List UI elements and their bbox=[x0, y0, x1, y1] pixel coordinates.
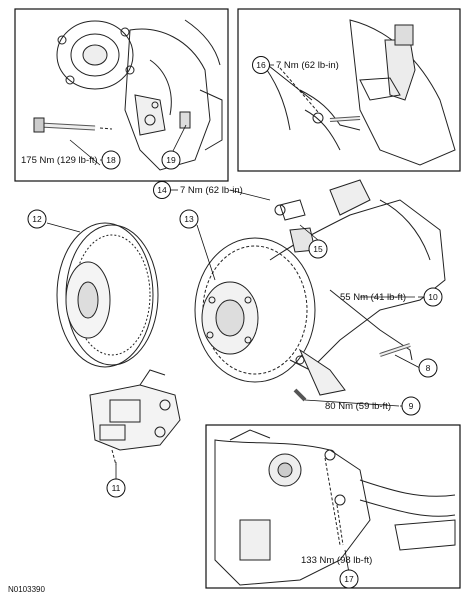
figure-id: N0103390 bbox=[8, 585, 45, 594]
brake-caliper bbox=[89, 369, 181, 466]
knuckle-suspension bbox=[269, 179, 446, 402]
svg-text:55 Nm (41 lb-ft): 55 Nm (41 lb-ft) bbox=[340, 292, 406, 303]
brake-rotor bbox=[56, 222, 159, 368]
callout-10: 55 Nm (41 lb-ft) 10 bbox=[340, 287, 443, 307]
callout-8: 8 bbox=[418, 358, 438, 378]
svg-text:8: 8 bbox=[426, 363, 431, 373]
inset-sensor-bolt bbox=[237, 8, 461, 172]
svg-text:10: 10 bbox=[428, 292, 438, 302]
callout-11: 11 bbox=[106, 478, 126, 498]
svg-text:12: 12 bbox=[32, 214, 42, 224]
callout-14: 14 7 Nm (62 lb-in) bbox=[153, 181, 243, 199]
svg-text:175 Nm (129 lb-ft): 175 Nm (129 lb-ft) bbox=[21, 155, 98, 166]
svg-text:13: 13 bbox=[184, 214, 194, 224]
svg-text:7 Nm (62 lb-in): 7 Nm (62 lb-in) bbox=[276, 60, 339, 71]
sensor-illustration bbox=[259, 19, 456, 166]
svg-text:16: 16 bbox=[256, 60, 266, 70]
callout-17: 133 Nm (98 lb-ft) 17 bbox=[301, 555, 372, 589]
svg-text:7 Nm (62 lb-in): 7 Nm (62 lb-in) bbox=[180, 185, 243, 196]
svg-text:9: 9 bbox=[409, 401, 414, 411]
inset-hub-bolt bbox=[14, 8, 229, 182]
svg-text:14: 14 bbox=[157, 185, 167, 195]
svg-text:80 Nm (59 lb-ft): 80 Nm (59 lb-ft) bbox=[325, 401, 391, 412]
callout-9: 80 Nm (59 lb-ft) 9 bbox=[325, 396, 421, 416]
callout-15: 15 bbox=[308, 239, 328, 259]
backing-plate bbox=[194, 237, 316, 383]
svg-text:133 Nm (98 lb-ft): 133 Nm (98 lb-ft) bbox=[301, 555, 372, 566]
callout-19: 19 bbox=[161, 150, 181, 170]
callout-16: 16 7 Nm (62 lb-in) bbox=[252, 56, 339, 74]
callout-13: 13 bbox=[179, 209, 199, 229]
svg-text:11: 11 bbox=[112, 483, 121, 493]
svg-text:19: 19 bbox=[166, 155, 176, 165]
svg-text:18: 18 bbox=[106, 155, 116, 165]
svg-text:17: 17 bbox=[344, 574, 354, 584]
svg-text:15: 15 bbox=[313, 244, 323, 254]
hub-knuckle-illustration bbox=[33, 19, 223, 171]
callout-12: 12 bbox=[27, 209, 47, 229]
bracket-bolts-illustration bbox=[214, 429, 456, 586]
callout-18: 175 Nm (129 lb-ft) 18 bbox=[21, 150, 121, 170]
leader-lines bbox=[46, 65, 421, 574]
